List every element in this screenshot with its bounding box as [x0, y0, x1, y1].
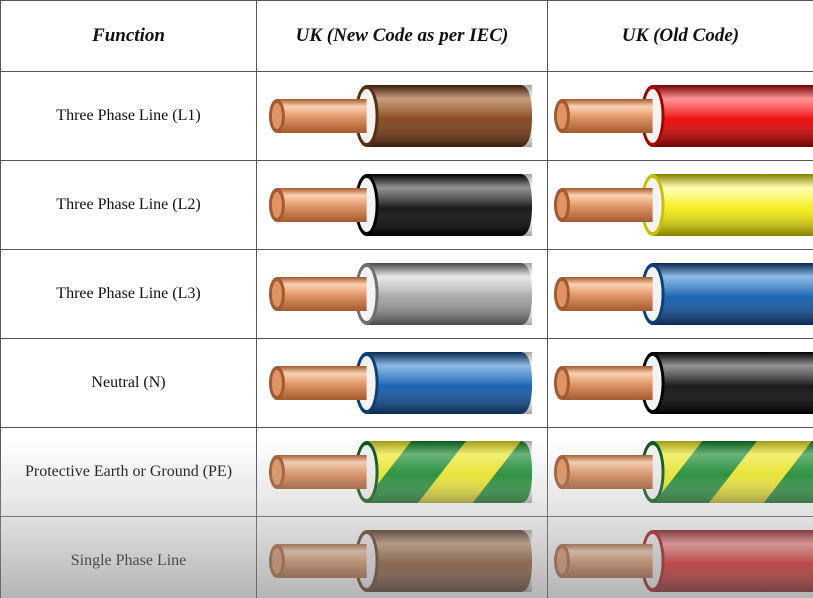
header-function: Function	[0, 0, 257, 72]
wire-black-icon	[553, 352, 813, 414]
function-label: Neutral (N)	[0, 338, 257, 428]
wire-yellow-icon	[553, 174, 813, 236]
header-new-code: UK (New Code as per IEC)	[256, 0, 548, 72]
wire-green-yellow-icon	[268, 441, 533, 503]
function-label: Single Phase Line	[0, 516, 257, 598]
wire-old-code	[547, 71, 813, 161]
wire-new-code	[256, 160, 548, 250]
table-row: Protective Earth or Ground (PE)	[0, 427, 813, 517]
wire-old-code	[547, 427, 813, 517]
wire-new-code	[256, 249, 548, 339]
wire-new-code	[256, 516, 548, 598]
table-row: Three Phase Line (L2)	[0, 160, 813, 250]
function-label: Three Phase Line (L1)	[0, 71, 257, 161]
table-row: Single Phase Line	[0, 516, 813, 598]
wire-blue-icon	[268, 352, 533, 414]
wire-black-icon	[268, 174, 533, 236]
wire-brown-icon	[268, 530, 533, 592]
wire-new-code	[256, 427, 548, 517]
wire-red-icon	[553, 85, 813, 147]
function-label: Three Phase Line (L2)	[0, 160, 257, 250]
wire-grey-icon	[268, 263, 533, 325]
header-old-code: UK (Old Code)	[547, 0, 813, 72]
wire-old-code	[547, 249, 813, 339]
wire-green-yellow-icon	[553, 441, 813, 503]
wire-new-code	[256, 338, 548, 428]
wire-old-code	[547, 516, 813, 598]
table-row: Three Phase Line (L1)	[0, 71, 813, 161]
header-row: Function UK (New Code as per IEC) UK (Ol…	[0, 0, 813, 72]
wire-old-code	[547, 338, 813, 428]
table-row: Three Phase Line (L3)	[0, 249, 813, 339]
wire-red-icon	[553, 530, 813, 592]
function-label: Protective Earth or Ground (PE)	[0, 427, 257, 517]
wire-brown-icon	[268, 85, 533, 147]
wire-blue-icon	[553, 263, 813, 325]
function-label: Three Phase Line (L3)	[0, 249, 257, 339]
table-row: Neutral (N)	[0, 338, 813, 428]
wire-new-code	[256, 71, 548, 161]
wire-old-code	[547, 160, 813, 250]
